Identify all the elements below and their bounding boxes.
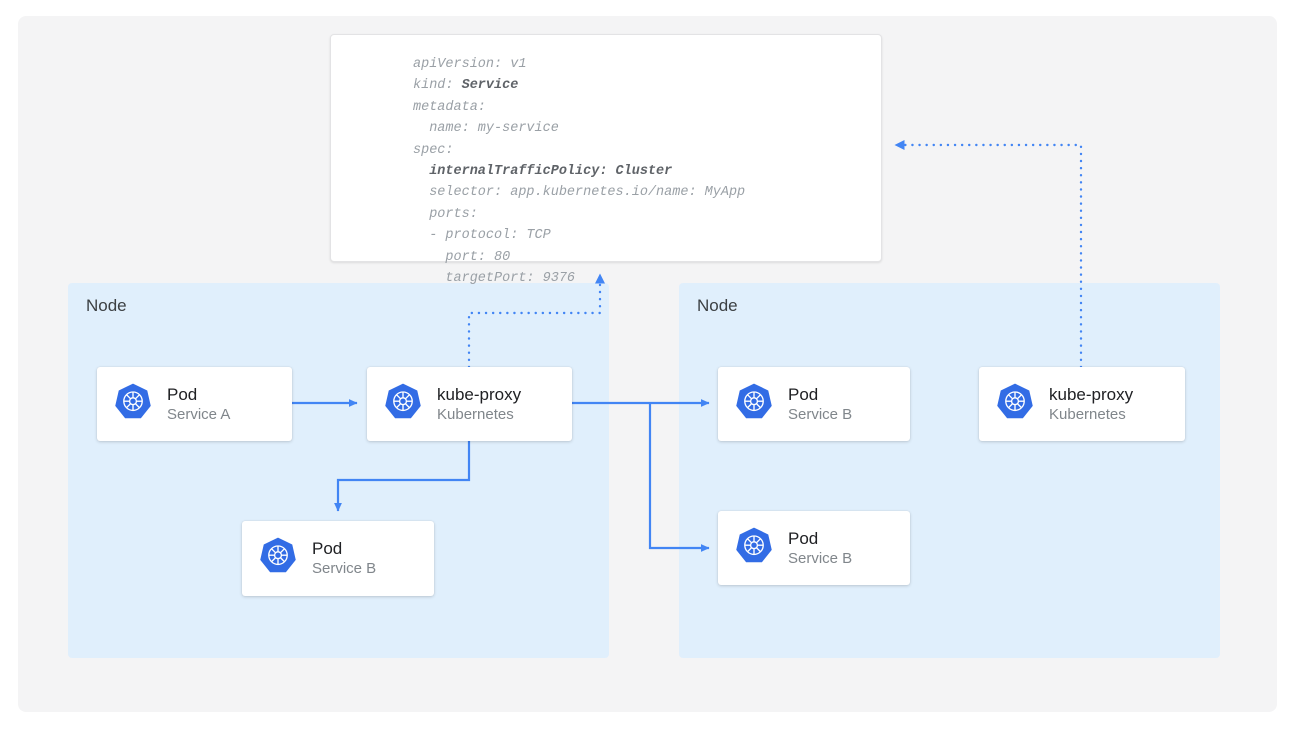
card-subtitle: Service A bbox=[167, 405, 231, 423]
card-text-pod-service-b-right-top: Pod Service B bbox=[788, 384, 852, 425]
card-title: Pod bbox=[788, 528, 819, 548]
node-label-left: Node bbox=[86, 296, 127, 315]
kubernetes-logo-icon bbox=[734, 526, 774, 571]
card-subtitle: Kubernetes bbox=[437, 405, 514, 423]
card-text-kube-proxy-right: kube-proxy Kubernetes bbox=[1049, 384, 1133, 425]
service-spec-card: apiVersion: v1 kind: Service metadata: n… bbox=[330, 34, 882, 286]
card-subtitle: Service B bbox=[788, 549, 853, 567]
node-container-left bbox=[68, 283, 609, 658]
kubernetes-logo-icon bbox=[258, 536, 298, 581]
card-title: Pod bbox=[167, 384, 198, 404]
node-label-right: Node bbox=[697, 296, 738, 315]
card-pod-service-b-right-bottom[interactable]: Pod Service B bbox=[718, 511, 910, 585]
card-text-pod-service-b-left: Pod Service B bbox=[312, 538, 376, 579]
node-container-right bbox=[679, 283, 1220, 658]
kubernetes-logo-icon bbox=[113, 382, 153, 427]
card-subtitle: Service B bbox=[788, 405, 853, 423]
card-subtitle: Service B bbox=[312, 560, 377, 577]
kubernetes-logo-icon bbox=[383, 382, 423, 427]
card-pod-service-b-left[interactable]: Pod Service B bbox=[242, 521, 434, 596]
card-subtitle: Kubernetes bbox=[1049, 405, 1126, 423]
card-pod-service-b-right-top[interactable]: Pod Service B bbox=[718, 367, 910, 441]
kubernetes-logo-icon bbox=[734, 382, 774, 427]
service-yaml-code: apiVersion: v1 kind: Service metadata: n… bbox=[413, 57, 746, 287]
kubernetes-logo-icon bbox=[995, 382, 1035, 427]
card-title: Pod bbox=[788, 384, 819, 404]
card-title: kube-proxy bbox=[437, 384, 522, 404]
card-text-pod-service-a: Pod Service A bbox=[167, 384, 230, 425]
card-pod-service-a[interactable]: Pod Service A bbox=[97, 367, 292, 441]
card-title: kube-proxy bbox=[1049, 384, 1134, 404]
card-text-kube-proxy-left: kube-proxy Kubernetes bbox=[437, 384, 521, 425]
card-text-pod-service-b-right-bottom: Pod Service B bbox=[788, 528, 852, 569]
card-kube-proxy-right[interactable]: kube-proxy Kubernetes bbox=[979, 367, 1185, 441]
card-title: Pod bbox=[312, 539, 343, 558]
card-kube-proxy-left[interactable]: kube-proxy Kubernetes bbox=[367, 367, 572, 441]
